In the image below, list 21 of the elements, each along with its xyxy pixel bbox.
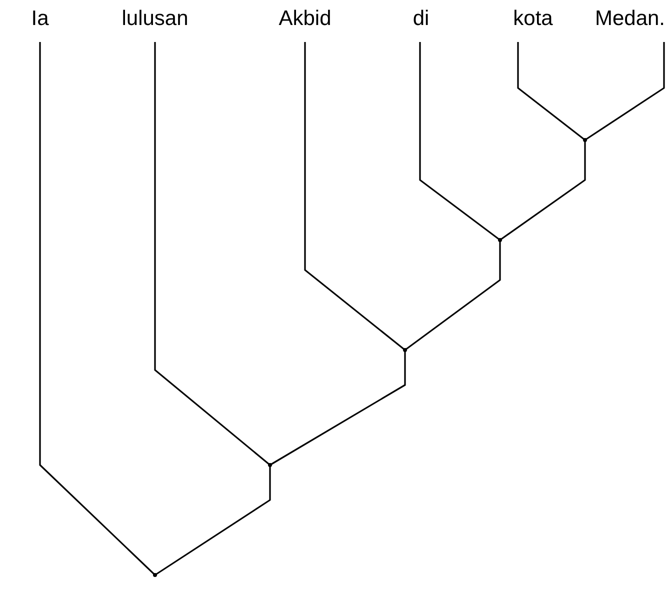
tree-branch (500, 140, 586, 241)
word-label: lulusan (122, 6, 188, 32)
tree-branch (584, 42, 665, 141)
word-label: Akbid (278, 6, 332, 32)
junction-point (268, 463, 272, 467)
junction-point (583, 138, 587, 142)
word-label: Medan. (594, 6, 666, 32)
word-label: Ia (31, 6, 49, 32)
word-label: di (412, 6, 430, 32)
tree-branch (304, 42, 406, 351)
word-label: kota (513, 6, 553, 32)
junction-point (403, 348, 407, 352)
junction-point (153, 573, 157, 577)
tree-branch (39, 42, 156, 576)
junction-point (498, 238, 502, 242)
tree-branch (154, 42, 270, 466)
tree-branch (419, 42, 500, 241)
tree-branch (154, 465, 271, 576)
tree-branch (517, 42, 586, 141)
tree-branch (404, 240, 501, 351)
tree-branch (270, 350, 406, 466)
